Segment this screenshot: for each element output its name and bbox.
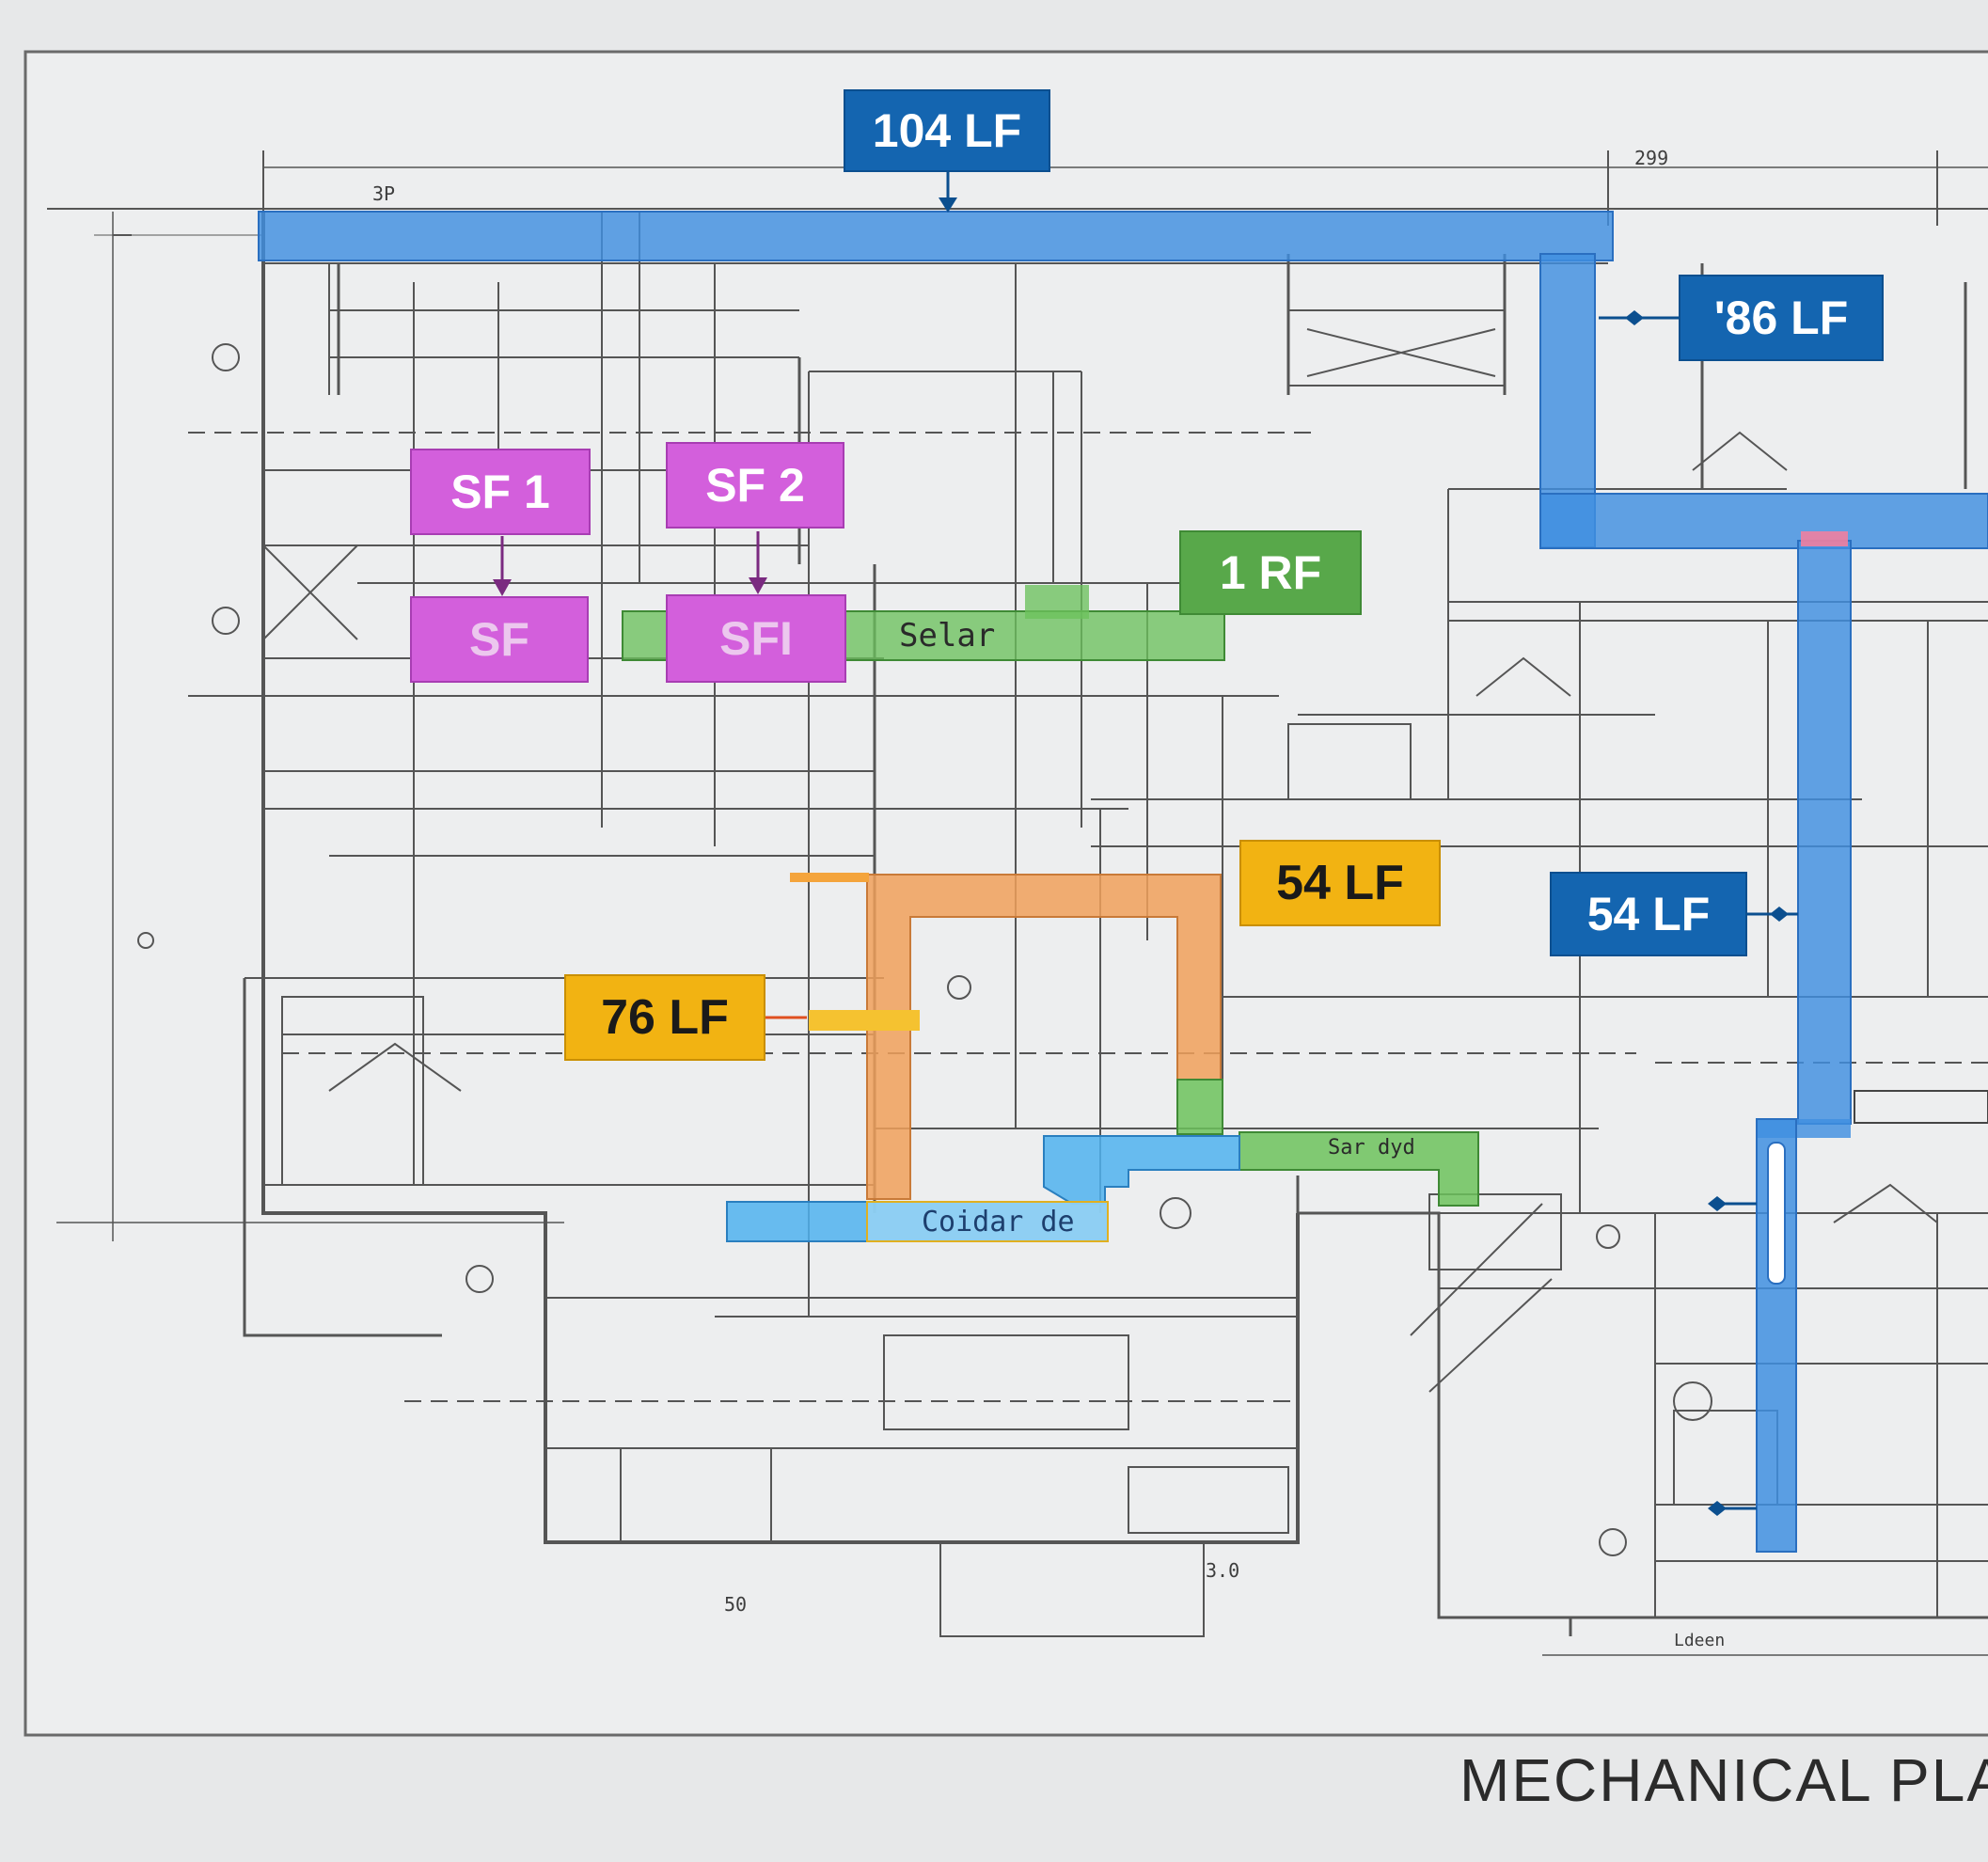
fan-tag-sf1: SF 1 [410, 449, 591, 535]
duct-orange-loop [866, 874, 1222, 1200]
duct-riser [1797, 540, 1852, 1125]
dimension-top-right: 299 [1634, 147, 1669, 169]
fan-unit-a: SF [410, 596, 589, 683]
orange-spur [809, 1010, 920, 1031]
duct-label-green-lower: Sar dyd [1328, 1136, 1415, 1160]
duct-lightblue-segment [866, 1201, 1109, 1242]
callout-right-riser: 54 LF [1550, 872, 1747, 956]
riser-damper [1801, 531, 1848, 546]
duct-right-branch [1539, 493, 1988, 549]
duct-green-riser [1025, 585, 1089, 619]
callout-green-run: 1 RF [1179, 530, 1362, 615]
duct-green-lower [1176, 1079, 1223, 1135]
orange-stub [790, 873, 869, 882]
dimension-bottom-mid: 50 [724, 1593, 748, 1616]
fan-unit-b: SFI [666, 594, 846, 683]
callout-top-run: 104 LF [844, 89, 1050, 172]
dimension-top-left: 3P [372, 182, 396, 205]
callout-orange-loop-left: 76 LF [564, 974, 765, 1061]
callout-orange-loop-right: 54 LF [1239, 840, 1441, 926]
dimension-bottom-right: 3.0 [1206, 1559, 1240, 1582]
duct-runs [258, 211, 1988, 1553]
dimension-right-bottom: Ldeen [1674, 1631, 1726, 1650]
riser-access-panel [1767, 1142, 1786, 1285]
fan-tag-sf2: SF 2 [666, 442, 844, 529]
riser-grille [1854, 1090, 1988, 1124]
callout-right-branch: '86 LF [1679, 275, 1884, 361]
callout-leaders [493, 169, 1798, 1516]
duct-lightblue-lower [1043, 1135, 1240, 1205]
duct-label-blue-lower: Coidar de [922, 1206, 1075, 1239]
duct-label-green-section: Selar [899, 617, 996, 655]
duct-top-main [258, 211, 1614, 261]
sheet-title: MECHANICAL PLA [1459, 1746, 1988, 1814]
